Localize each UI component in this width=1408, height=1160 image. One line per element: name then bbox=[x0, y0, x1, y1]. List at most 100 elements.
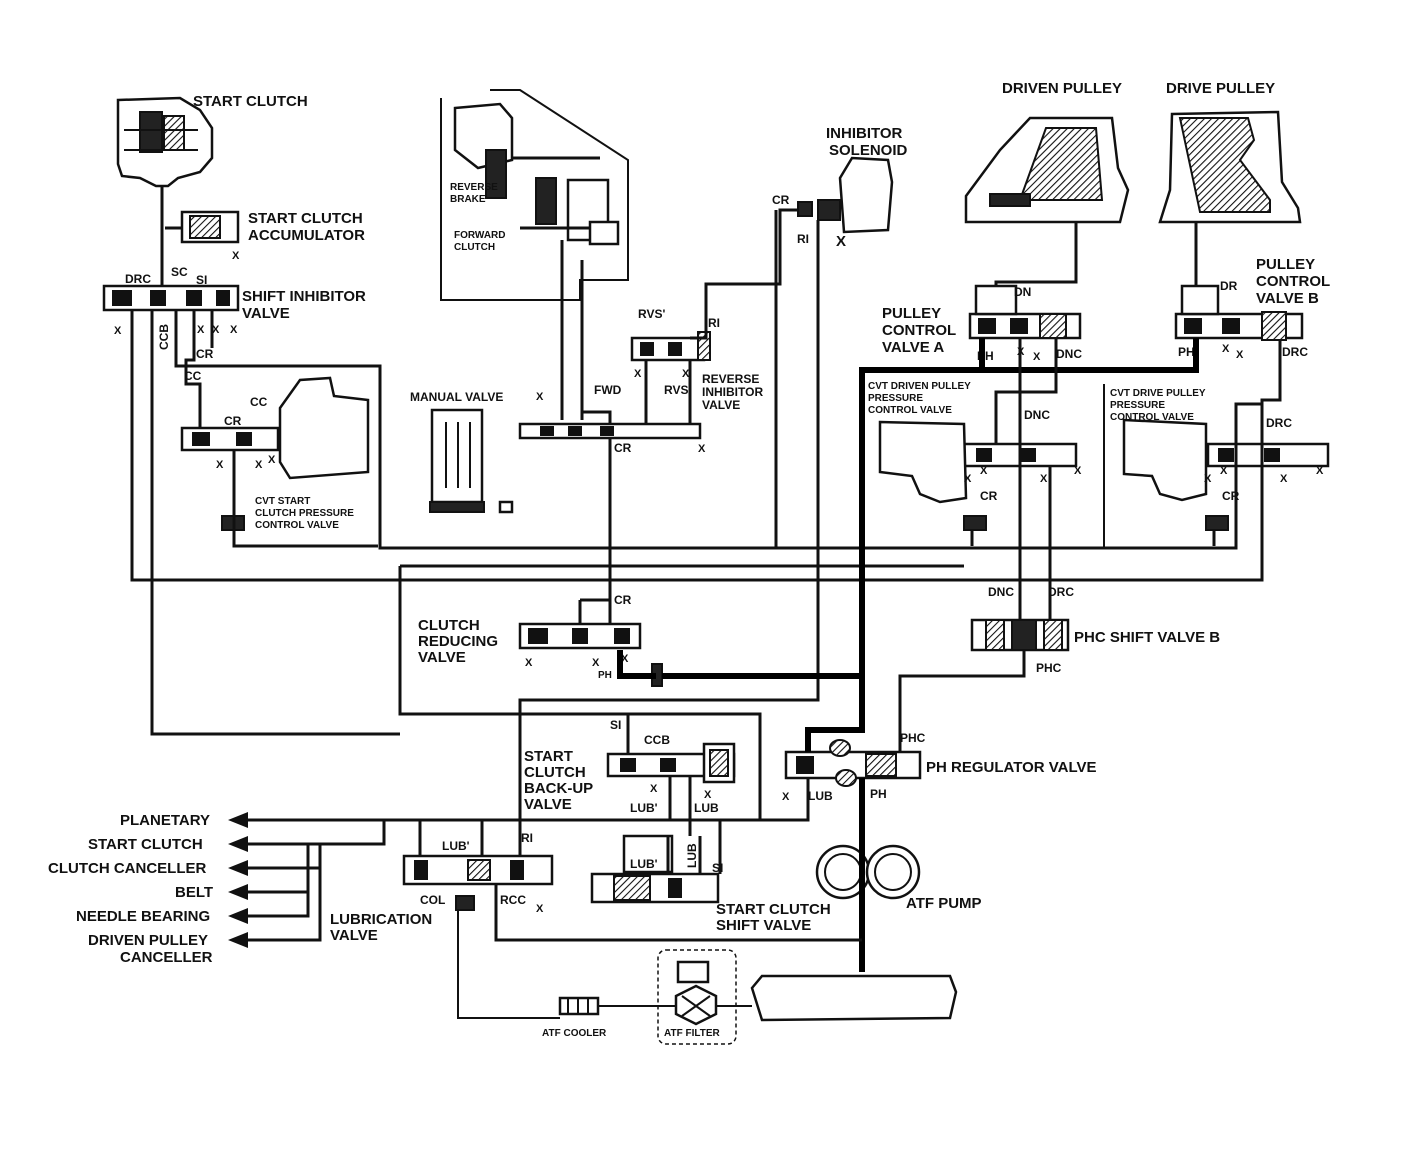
cvt-drive-pulley-pressure-control-valve bbox=[1103, 384, 1330, 548]
port-si: SI bbox=[196, 273, 207, 287]
port-x: X bbox=[536, 391, 544, 403]
port-dr: DR bbox=[1220, 279, 1238, 293]
cvt-drive-pulley-pressure-control-valve-label: CVT DRIVE PULLEY PRESSURE CONTROL VALVE bbox=[1110, 388, 1208, 423]
port-ph: PH bbox=[1178, 345, 1195, 359]
atf-cooler bbox=[558, 996, 600, 1016]
port-dnc: DNC bbox=[988, 585, 1014, 599]
atf-pump-label: ATF PUMP bbox=[906, 895, 982, 912]
reverse-inhibitor-valve-label: REVERSE INHIBITOR VALVE bbox=[702, 372, 766, 412]
port-drc: DRC bbox=[1266, 416, 1292, 430]
atf-cooler-label: ATF COOLER bbox=[542, 1028, 607, 1039]
cvt-driven-pulley-pressure-control-valve bbox=[878, 420, 1078, 531]
phc-shift-valve-b bbox=[970, 618, 1070, 652]
clutch-reducing-valve bbox=[518, 622, 663, 687]
port-si: SI bbox=[712, 861, 723, 875]
port-cr: CR bbox=[614, 441, 632, 455]
reverse-inhibitor-valve bbox=[630, 331, 711, 362]
lubrication-output-needle-bearing: NEEDLE BEARING bbox=[76, 908, 210, 925]
port-lub: LUB bbox=[808, 789, 833, 803]
port-ccb: CCB bbox=[157, 324, 171, 350]
pulley-control-valve-b bbox=[1174, 284, 1304, 341]
lubrication-valve-label: LUBRICATION VALVE bbox=[330, 911, 436, 944]
port-col: COL bbox=[420, 893, 445, 907]
port-x: X bbox=[230, 324, 238, 336]
port-dnc: DNC bbox=[1056, 347, 1082, 361]
port-phc: PHC bbox=[900, 731, 926, 745]
port-ph: PH bbox=[870, 787, 887, 801]
port-x: X bbox=[1204, 473, 1212, 485]
port-x: X bbox=[682, 368, 690, 380]
manual-valve-label: MANUAL VALVE bbox=[410, 390, 503, 404]
port-x: X bbox=[634, 368, 642, 380]
port-cr: CR bbox=[614, 593, 632, 607]
start-clutch-shift-valve-label: START CLUTCH SHIFT VALVE bbox=[716, 901, 835, 934]
port-lub: LUB bbox=[685, 843, 699, 868]
port-x: X bbox=[114, 325, 122, 337]
port-x: X bbox=[1033, 351, 1041, 363]
port-rcc: RCC bbox=[500, 893, 526, 907]
cvt-driven-pulley-pressure-control-valve-label: CVT DRIVEN PULLEY PRESSURE CONTROL VALVE bbox=[868, 381, 973, 416]
port-drc: DRC bbox=[1048, 585, 1074, 599]
port-x: X bbox=[1316, 465, 1324, 477]
atf-pump bbox=[815, 844, 921, 900]
lubrication-output-driven-pulley: DRIVEN PULLEY bbox=[88, 932, 208, 949]
port-x: X bbox=[268, 454, 276, 466]
port-rvs: RVS bbox=[664, 383, 688, 397]
port-x: X bbox=[216, 459, 224, 471]
port-x: X bbox=[621, 653, 629, 665]
port-x: X bbox=[1040, 473, 1048, 485]
port-x: X bbox=[212, 324, 220, 336]
port-lub-prime: LUB' bbox=[630, 801, 658, 815]
port-x: X bbox=[1220, 465, 1228, 477]
port-x: X bbox=[964, 473, 972, 485]
port-lub-prime: LUB' bbox=[442, 839, 470, 853]
start-clutch-back-up-valve-label: START CLUTCH BACK-UP VALVE bbox=[524, 748, 597, 813]
hydraulic-lines bbox=[130, 186, 1282, 1019]
start-clutch-shift-valve bbox=[590, 834, 720, 904]
shift-inhibitor-valve-label: SHIFT INHIBITOR VALVE bbox=[242, 288, 370, 322]
port-x: X bbox=[782, 791, 790, 803]
inhibitor-solenoid-label: INHIBITOR SOLENOID bbox=[826, 125, 908, 159]
port-cr: CR bbox=[224, 414, 242, 428]
lubrication-output-arrows bbox=[228, 812, 760, 948]
port-x: X bbox=[1222, 343, 1230, 355]
port-x: X bbox=[980, 465, 988, 477]
port-x: X bbox=[704, 789, 712, 801]
pulley-control-valve-a bbox=[968, 284, 1082, 340]
port-cr: CR bbox=[196, 347, 214, 361]
lubrication-output-canceller: CANCELLER bbox=[120, 949, 213, 966]
manual-valve bbox=[429, 408, 702, 514]
start-clutch-accumulator-label: START CLUTCH ACCUMULATOR bbox=[248, 210, 367, 244]
atf-filter-label: ATF FILTER bbox=[664, 1028, 721, 1039]
port-fwd: FWD bbox=[594, 383, 622, 397]
start-clutch bbox=[116, 96, 214, 188]
lubrication-output-planetary: PLANETARY bbox=[120, 812, 210, 829]
port-dnc: DNC bbox=[1024, 408, 1050, 422]
port-ri: RI bbox=[797, 232, 809, 246]
clutch-reducing-valve-label: CLUTCH REDUCING VALVE bbox=[418, 617, 502, 666]
port-x: X bbox=[525, 657, 533, 669]
port-sc: SC bbox=[171, 265, 188, 279]
port-drc: DRC bbox=[125, 272, 151, 286]
port-cc: CC bbox=[184, 369, 202, 383]
start-clutch-label: START CLUTCH bbox=[193, 93, 308, 110]
port-x: X bbox=[698, 443, 706, 455]
reverse-brake-label: REVERSE BRAKE bbox=[450, 182, 501, 205]
pulley-control-valve-a-label: PULLEY CONTROL VALVE A bbox=[882, 305, 960, 356]
port-x: X bbox=[1280, 473, 1288, 485]
port-ri: RI bbox=[521, 831, 533, 845]
port-x: X bbox=[255, 459, 263, 471]
cvt-start-clutch-pressure-control-valve bbox=[180, 376, 370, 531]
cvt-start-clutch-pressure-control-valve-label: CVT START CLUTCH PRESSURE CONTROL VALVE bbox=[255, 496, 357, 531]
port-lub-prime: LUB' bbox=[630, 857, 658, 871]
lubrication-output-belt: BELT bbox=[175, 884, 213, 901]
lubrication-output-clutch-canceller: CLUTCH CANCELLER bbox=[48, 860, 206, 877]
port-x: X bbox=[1074, 465, 1082, 477]
start-clutch-back-up-valve bbox=[606, 742, 736, 784]
forward-clutch-label: FORWARD CLUTCH bbox=[454, 230, 508, 253]
port-cr: CR bbox=[980, 489, 998, 503]
port-dn: DN bbox=[1014, 285, 1031, 299]
port-x: X bbox=[650, 783, 658, 795]
port-phc: PHC bbox=[1036, 661, 1062, 675]
